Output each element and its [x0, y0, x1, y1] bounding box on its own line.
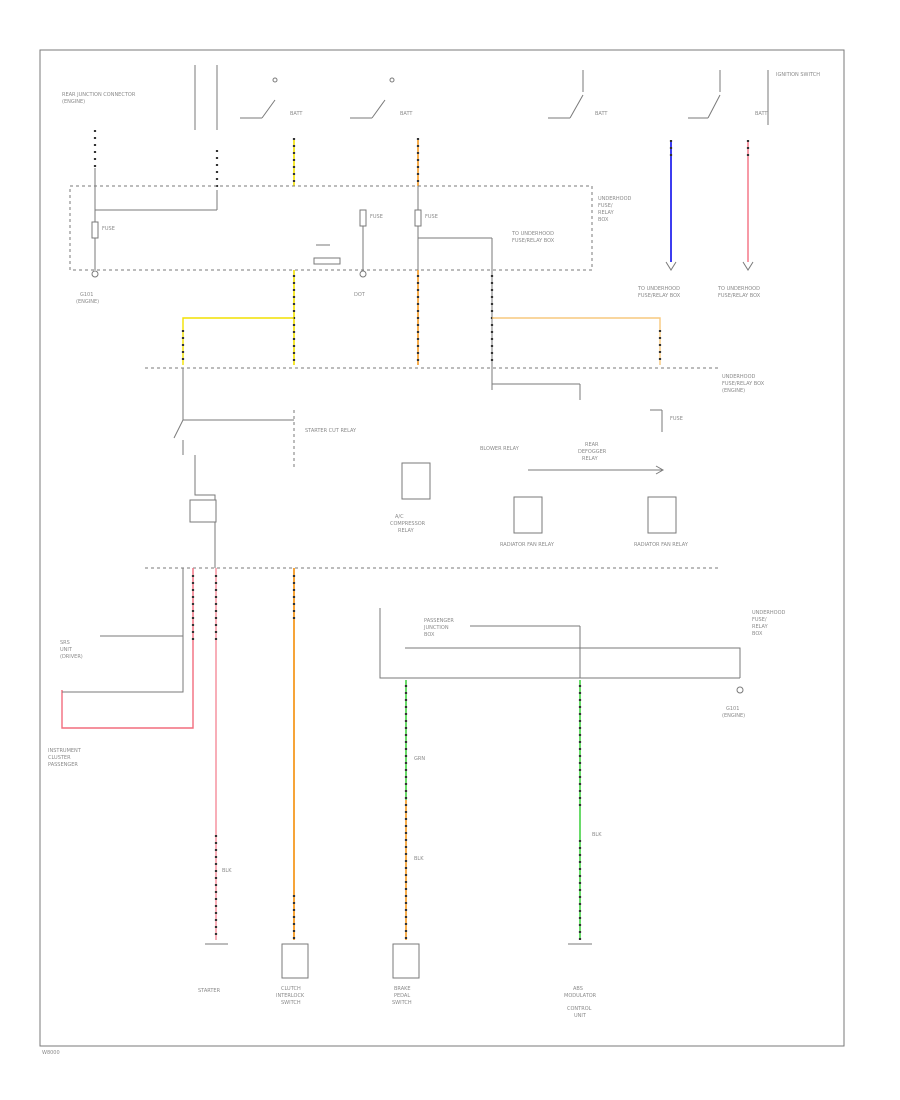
svg-text:RELAY: RELAY — [398, 528, 415, 534]
ground2-label: G101 — [726, 706, 739, 712]
ac-compressor-relay — [401, 462, 431, 500]
svg-text:BATT: BATT — [595, 111, 608, 117]
svg-text:RELAY: RELAY — [598, 210, 615, 216]
svg-text:SWITCH: SWITCH — [392, 1000, 412, 1006]
svg-text:BLK: BLK — [592, 832, 602, 838]
svg-text:JUNCTION: JUNCTION — [423, 625, 449, 631]
starter-cut-relay-label: STARTER CUT RELAY — [305, 428, 357, 434]
ignition-switch-1: BATT — [240, 77, 303, 119]
ground-label: G101 — [80, 292, 93, 298]
wire-yellow-branch — [182, 317, 294, 365]
svg-text:BLK: BLK — [222, 868, 232, 874]
srs-unit-label: SRS — [60, 640, 70, 646]
svg-text:DEFOGGER: DEFOGGER — [578, 449, 607, 455]
svg-text:INTERLOCK: INTERLOCK — [276, 993, 305, 999]
svg-text:FUSE: FUSE — [670, 416, 683, 422]
to-ujb-1: TO UNDERHOOD — [637, 286, 680, 292]
svg-text:PEDAL: PEDAL — [394, 993, 410, 999]
rear-defogger-label: REAR — [585, 442, 599, 448]
svg-text:FUSE/: FUSE/ — [598, 203, 613, 209]
clutch-interlock-switch — [281, 943, 309, 979]
svg-text:RADIATOR FAN RELAY: RADIATOR FAN RELAY — [634, 542, 689, 548]
svg-text:FUSE/RELAY BOX: FUSE/RELAY BOX — [718, 293, 761, 299]
wire-orange-branch — [492, 317, 661, 365]
ignition-switch-3: BATT — [548, 70, 608, 119]
svg-text:BRAKE: BRAKE — [394, 986, 411, 992]
svg-text:FUSE: FUSE — [370, 214, 383, 220]
svg-text:GRN: GRN — [414, 756, 425, 762]
svg-text:FUSE/RELAY BOX: FUSE/RELAY BOX — [722, 381, 765, 387]
svg-text:CLUTCH: CLUTCH — [281, 986, 301, 992]
svg-text:CLUSTER: CLUSTER — [48, 755, 71, 761]
svg-text:SWITCH: SWITCH — [281, 1000, 301, 1006]
ignition-switch-4: BATT IGNITION SWITCH — [688, 70, 820, 125]
to-ujb-3: TO UNDERHOOD — [511, 231, 554, 237]
svg-text:IGNITION SWITCH: IGNITION SWITCH — [776, 72, 820, 78]
svg-text:A/C: A/C — [395, 514, 404, 520]
svg-text:BOX: BOX — [598, 217, 609, 223]
svg-text:BATT: BATT — [400, 111, 413, 117]
diagram-frame — [39, 49, 845, 1047]
svg-text:FUSE/RELAY BOX: FUSE/RELAY BOX — [512, 238, 555, 244]
svg-text:FUSE/: FUSE/ — [752, 617, 767, 623]
svg-text:BOX: BOX — [752, 631, 763, 637]
svg-text:BLK: BLK — [414, 856, 424, 862]
ujb2-label: UNDERHOOD — [752, 610, 786, 616]
svg-text:BATT: BATT — [755, 111, 768, 117]
dot-label: DOT — [354, 292, 366, 298]
svg-text:RELAY: RELAY — [582, 456, 599, 462]
pjb-side-label-a: UNDERHOOD — [722, 374, 756, 380]
svg-text:(ENGINE): (ENGINE) — [722, 388, 745, 394]
underhood-fuse-box — [69, 185, 593, 271]
footer-code: W8000 — [42, 1050, 60, 1056]
pjb-lower-label: PASSENGER — [424, 618, 454, 624]
svg-text:(DRIVER): (DRIVER) — [60, 654, 83, 660]
svg-text:UNIT: UNIT — [574, 1013, 587, 1019]
top-connector-sub: (ENGINE) — [62, 99, 85, 105]
svg-text:COMPRESSOR: COMPRESSOR — [390, 521, 426, 527]
svg-text:BOX: BOX — [424, 632, 435, 638]
radiator-fan-relay-1 — [513, 496, 543, 534]
wire-red-loop — [61, 568, 194, 729]
svg-text:FUSE: FUSE — [102, 226, 115, 232]
svg-text:MODULATOR: MODULATOR — [564, 993, 597, 999]
starter-label: STARTER — [198, 988, 221, 994]
blower-switch: FUSE — [650, 409, 683, 432]
ignition-switch-2: BATT — [350, 77, 413, 119]
svg-text:CONTROL: CONTROL — [567, 1006, 592, 1012]
svg-text:RADIATOR FAN RELAY: RADIATOR FAN RELAY — [500, 542, 555, 548]
svg-text:PASSENGER: PASSENGER — [48, 762, 78, 768]
blower-relay-label: BLOWER RELAY — [480, 446, 520, 452]
svg-text:(ENGINE): (ENGINE) — [722, 713, 745, 719]
svg-text:FUSE/RELAY BOX: FUSE/RELAY BOX — [638, 293, 681, 299]
svg-text:BATT: BATT — [290, 111, 303, 117]
abs-unit-label: ABS — [573, 986, 583, 992]
ground-sub: (ENGINE) — [76, 299, 99, 305]
top-connector-label: REAR JUNCTION CONNECTOR — [62, 92, 136, 98]
ic-label: INSTRUMENT — [48, 748, 82, 754]
ujb-label-a: UNDERHOOD — [598, 196, 632, 202]
to-ujb-2: TO UNDERHOOD — [717, 286, 760, 292]
radiator-fan-relay-2 — [647, 496, 677, 534]
brake-pedal-switch — [392, 943, 420, 979]
svg-text:UNIT: UNIT — [60, 647, 73, 653]
svg-text:FUSE: FUSE — [425, 214, 438, 220]
svg-text:RELAY: RELAY — [752, 624, 769, 630]
